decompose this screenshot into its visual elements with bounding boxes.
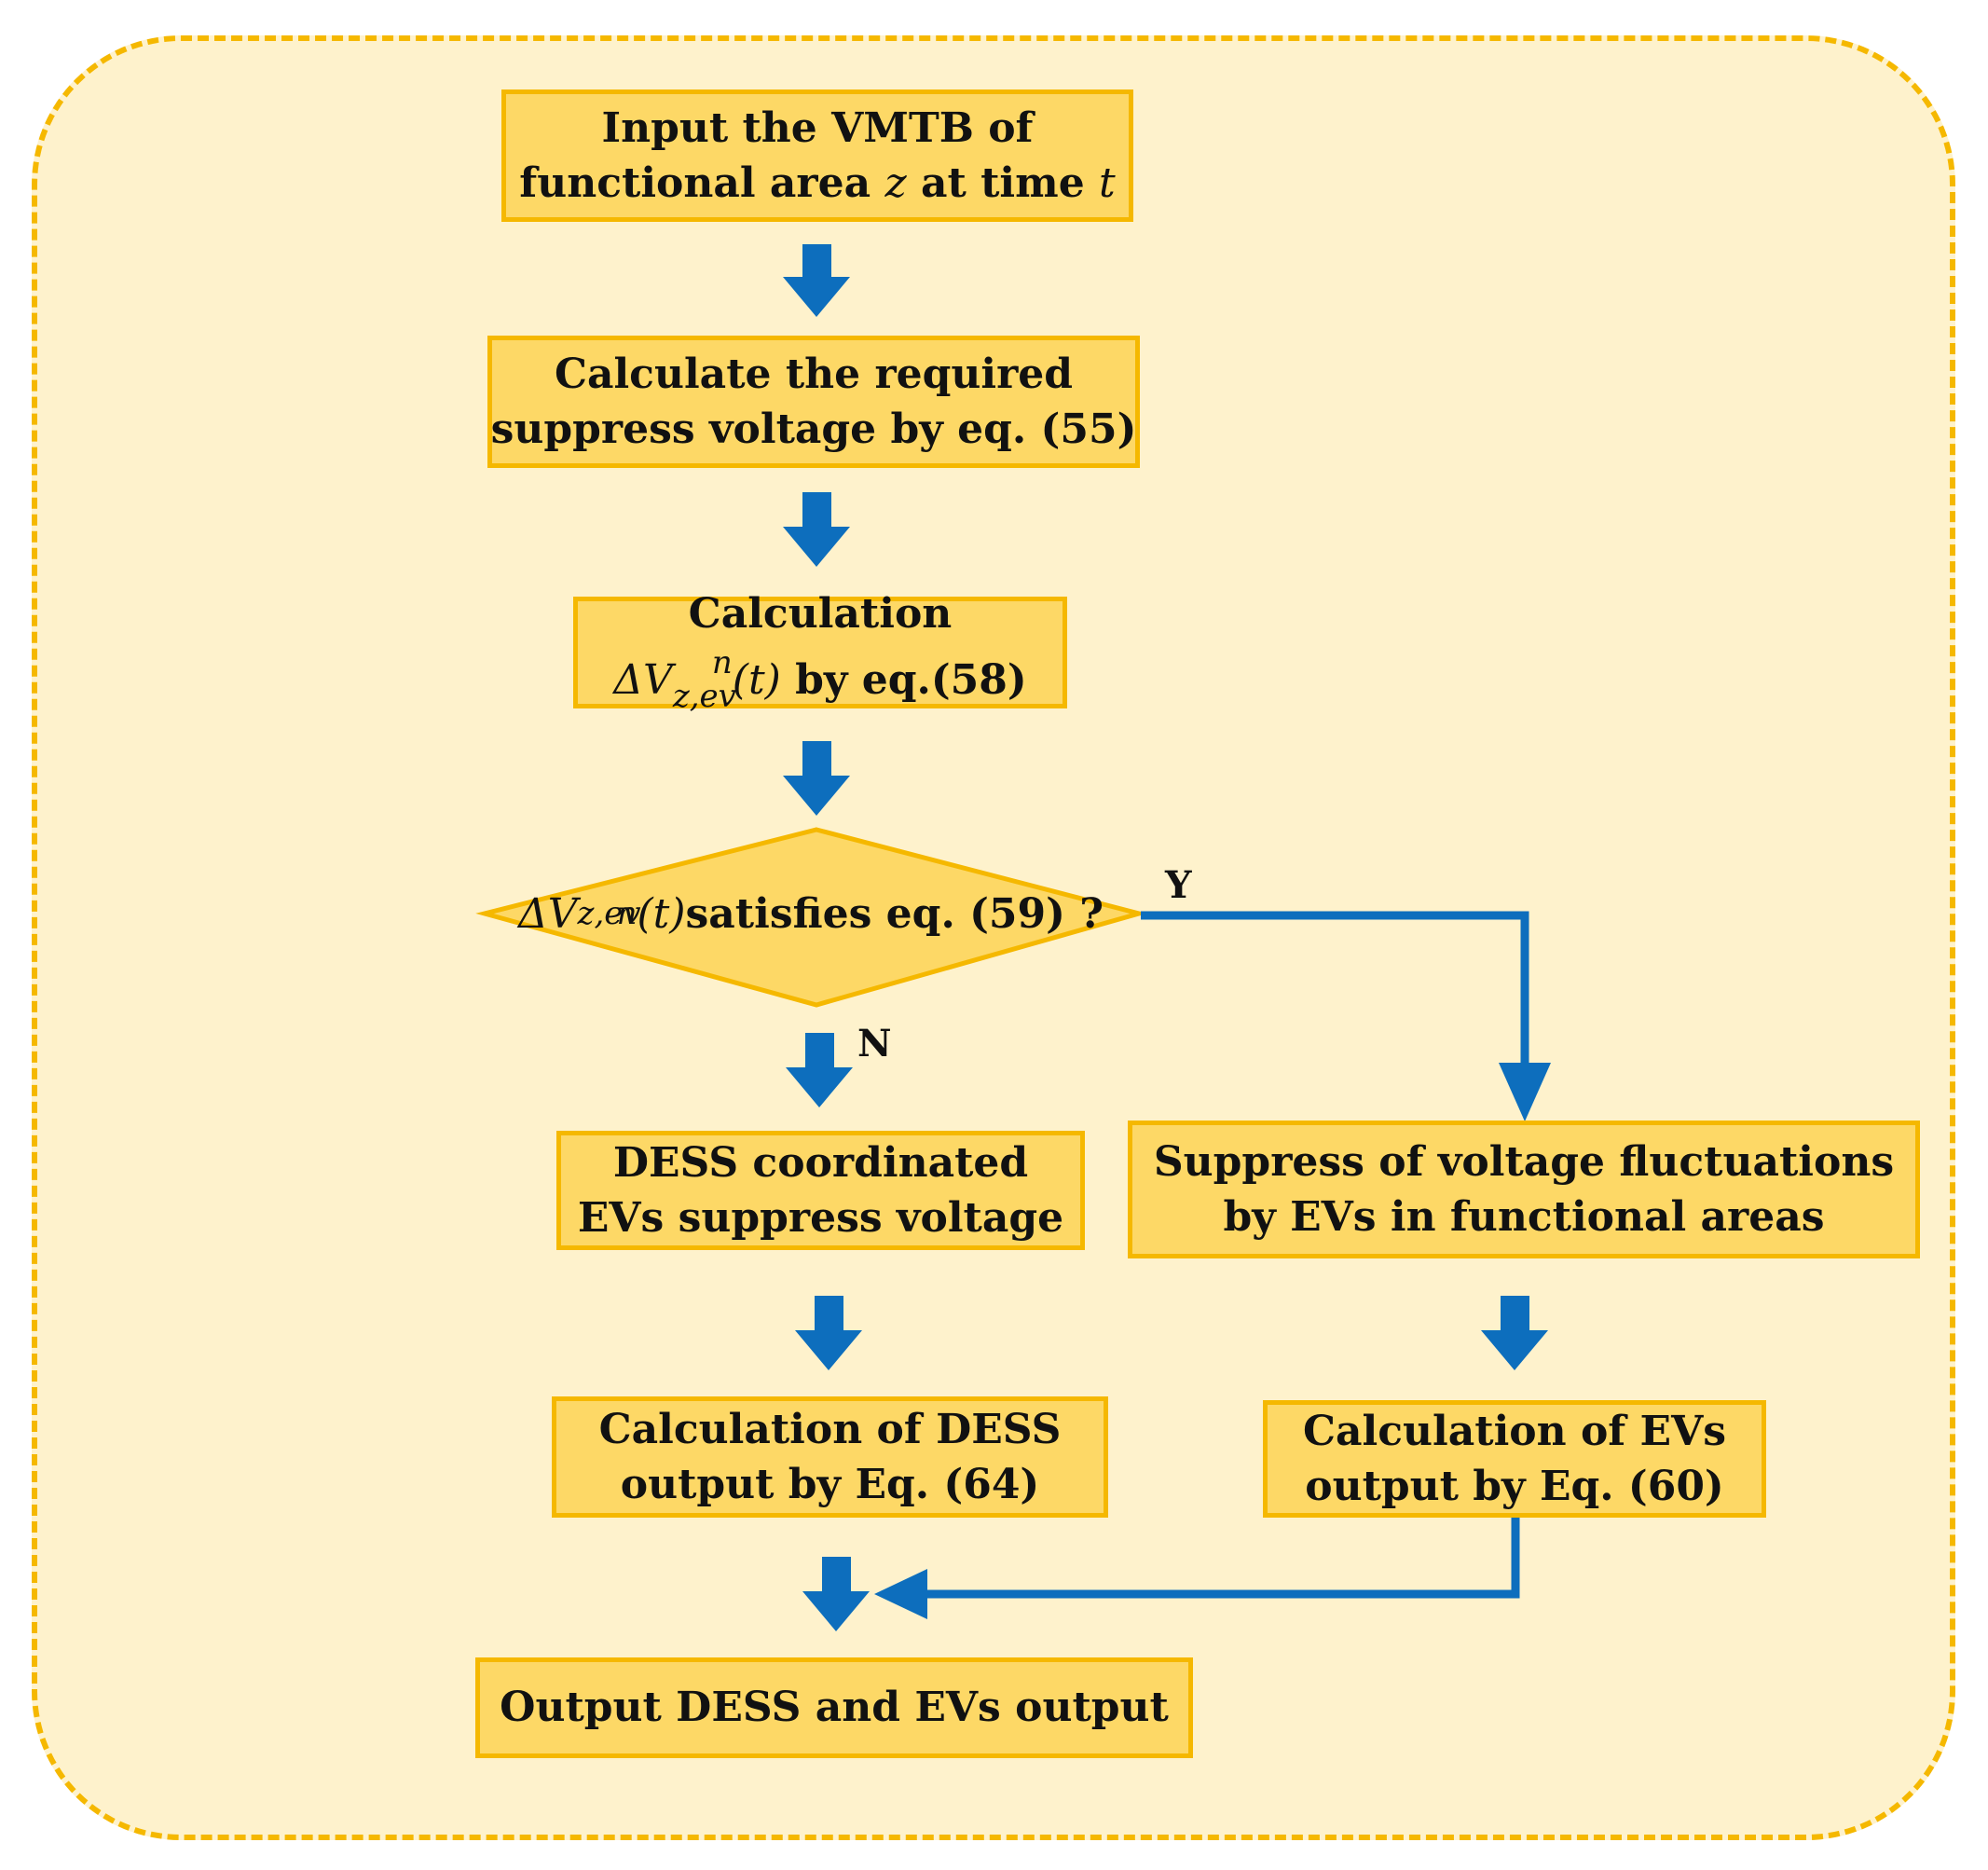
final-output-box: Output DESS and EVs output — [475, 1657, 1193, 1758]
dess-output-calc-box: Calculation of DESS output by Eq. (64) — [552, 1396, 1108, 1518]
step1-line2: suppress voltage by eq. (55) — [490, 406, 1137, 453]
start-box: Input the VMTB of functional area z at t… — [501, 89, 1133, 222]
dess-coordinated-box: DESS coordinated EVs suppress voltage — [556, 1131, 1085, 1250]
start-line2: functional area z at time t — [519, 159, 1116, 207]
step2-line1: Calculation — [688, 590, 953, 639]
yes-branch-arrowhead — [1499, 1063, 1551, 1121]
step1-line1: Calculate the required — [554, 350, 1074, 398]
calc-delta-v-box: Calculation ΔVz,evn(t) by eq.(58) — [573, 590, 1067, 715]
merge-line — [918, 1510, 1520, 1599]
yes-calc-line1: Calculation of EVs — [1303, 1407, 1726, 1455]
arrow-start-to-step1 — [783, 244, 850, 317]
end-label: Output DESS and EVs output — [500, 1684, 1169, 1732]
arrow-no-step-to-no-calc — [795, 1296, 862, 1370]
calc-suppress-voltage-box: Calculate the required suppress voltage … — [487, 336, 1140, 468]
arrow-yes-step-to-yes-calc — [1481, 1296, 1548, 1370]
arrow-decision-to-no-step — [786, 1033, 853, 1107]
yes-branch-line — [1141, 911, 1529, 1070]
no-step-line2: EVs suppress voltage — [577, 1194, 1064, 1242]
no-calc-line1: Calculation of DESS — [598, 1405, 1062, 1453]
yes-step-line2: by EVs in functional areas — [1223, 1193, 1825, 1241]
merge-arrowhead — [874, 1569, 927, 1619]
yes-label: Y — [1165, 863, 1192, 907]
step2-line2: ΔVz,evn(t) by eq.(58) — [613, 643, 1027, 715]
no-step-line1: DESS coordinated — [612, 1138, 1029, 1187]
arrow-to-end — [802, 1557, 870, 1631]
no-label: N — [857, 1022, 892, 1066]
yes-calc-line2: output by Eq. (60) — [1305, 1463, 1724, 1510]
arrow-step1-to-step2 — [783, 492, 850, 567]
ev-suppress-box: Suppress of voltage fluctuations by EVs … — [1128, 1121, 1920, 1258]
decision-diamond — [475, 827, 1148, 1008]
yes-step-line1: Suppress of voltage fluctuations — [1153, 1137, 1895, 1186]
start-line1: Input the VMTB of — [601, 103, 1034, 152]
no-calc-line2: output by Eq. (64) — [620, 1461, 1040, 1508]
ev-output-calc-box: Calculation of EVs output by Eq. (60) — [1263, 1400, 1766, 1518]
arrow-step2-to-decision — [783, 741, 850, 816]
